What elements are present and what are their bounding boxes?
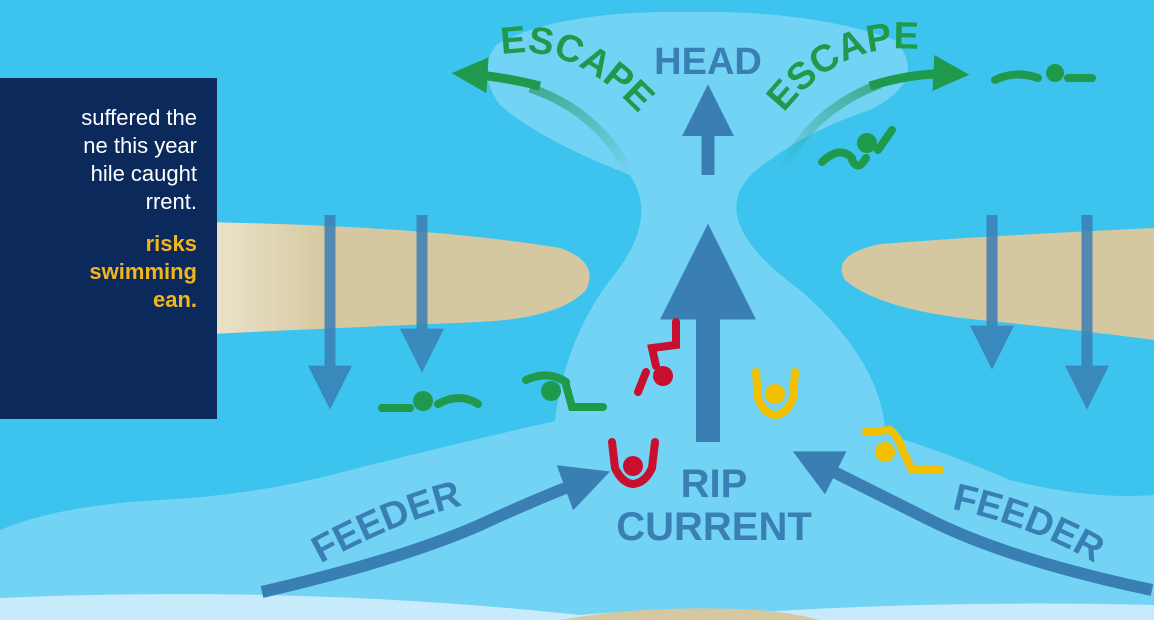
- info-callout: suffered the ne this year hile caught rr…: [0, 78, 217, 419]
- callout-emphasis-line: risks: [145, 231, 197, 256]
- label-rip: RIP: [681, 462, 748, 506]
- shoreline: [0, 594, 1154, 620]
- escape-arrows: [451, 54, 970, 177]
- swimmer-green-icon: [991, 64, 1096, 84]
- callout-body-line: rrent.: [145, 189, 197, 214]
- shoreward-arrows: [308, 215, 1109, 410]
- feeder-arrow-right: [792, 451, 1154, 596]
- swimmer-yellow-icon: [752, 368, 799, 420]
- callout-emphasis-line: ean.: [152, 287, 197, 312]
- sandbar-right: [841, 228, 1154, 340]
- callout-emphasis: risks swimming ean.: [0, 230, 197, 314]
- swimmers: [378, 64, 1096, 489]
- callout-body-line: ne this year: [83, 133, 197, 158]
- callout-body: suffered the ne this year hile caught rr…: [0, 104, 197, 216]
- feeder-arrows: [260, 451, 1154, 598]
- feeder-arrow-left: [260, 465, 611, 598]
- callout-body-line: hile caught: [90, 161, 197, 186]
- beach-sand: [560, 608, 820, 620]
- swimmer-red-icon: [634, 318, 680, 396]
- callout-emphasis-line: swimming: [89, 259, 197, 284]
- escape-arrow-right: [868, 54, 970, 91]
- swimmer-green-icon: [378, 391, 482, 412]
- swimmer-yellow-icon: [862, 425, 944, 474]
- escape-arrow-left: [451, 57, 542, 94]
- label-head: HEAD: [654, 41, 762, 83]
- rip-channel: [0, 11, 1154, 608]
- label-current: CURRENT: [616, 505, 812, 549]
- callout-body-line: suffered the: [81, 105, 197, 130]
- swimmer-green-icon: [818, 126, 896, 170]
- swimmer-red-icon: [608, 438, 659, 489]
- sandbar-left: [190, 222, 590, 335]
- escape-tail-left: [528, 83, 635, 177]
- swimmer-green-icon: [522, 371, 607, 411]
- escape-tail-right: [775, 79, 882, 177]
